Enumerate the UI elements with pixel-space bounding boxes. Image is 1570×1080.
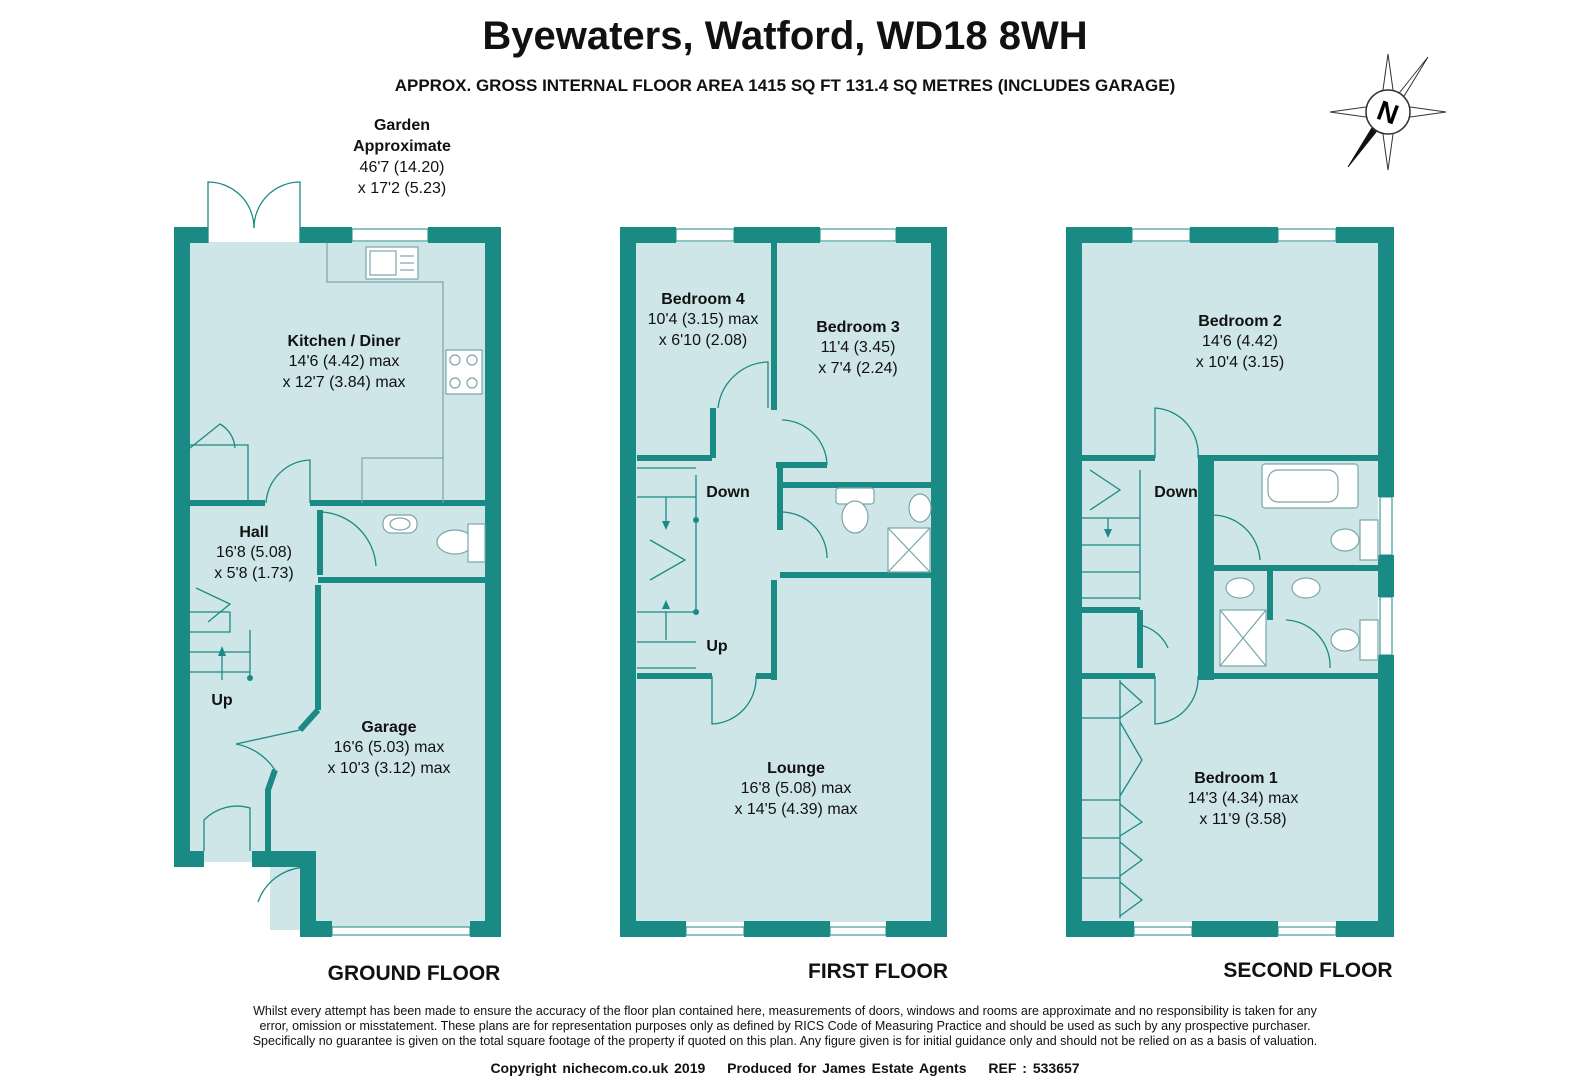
floor-area-subtitle: APPROX. GROSS INTERNAL FLOOR AREA 1415 S… — [394, 76, 1176, 95]
garden-dimension-2: x 17'2 (5.23) — [358, 180, 446, 197]
bedroom-2-dimension-2: x 10'4 (3.15) — [1196, 354, 1284, 371]
first-stairs-up-label: Up — [706, 638, 728, 655]
bedroom-4-dimension-1: 10'4 (3.15) max — [648, 311, 759, 328]
lounge-dimension-1: 16'8 (5.08) max — [741, 780, 852, 797]
bedroom-3-label: Bedroom 3 — [816, 319, 900, 336]
kitchen-diner-dimension-1: 14'6 (4.42) max — [289, 353, 400, 370]
hall-label: Hall — [239, 524, 268, 541]
disclaimer-line-1: Whilst every attempt has been made to en… — [253, 1004, 1317, 1018]
bedroom-2-dimension-1: 14'6 (4.42) — [1202, 333, 1278, 350]
kitchen-diner-dimension-2: x 12'7 (3.84) max — [282, 374, 405, 391]
footer-copyright: Copyright nichecom.co.uk 2019 — [490, 1060, 706, 1076]
ground-floor-label: GROUND FLOOR — [328, 962, 501, 985]
bedroom-3-dimension-1: 11'4 (3.45) — [821, 339, 896, 356]
first-floor-label: FIRST FLOOR — [808, 960, 948, 983]
compass-rose: N — [1329, 53, 1447, 171]
ground-stairs-up-label: Up — [211, 692, 233, 709]
garden-dimension-1: 46'7 (14.20) — [360, 159, 445, 176]
bedroom-1-dimension-1: 14'3 (4.34) max — [1188, 790, 1299, 807]
ground-floor-plan — [174, 181, 501, 937]
garden-label: Garden — [374, 117, 430, 134]
bedroom-4-label: Bedroom 4 — [661, 291, 745, 308]
second-stairs-down-label: Down — [1154, 484, 1198, 501]
garage-label: Garage — [361, 719, 416, 736]
hall-dimension-1: 16'8 (5.08) — [216, 544, 292, 561]
bedroom-1-dimension-2: x 11'9 (3.58) — [1199, 811, 1286, 828]
disclaimer-text: Whilst every attempt has been made to en… — [180, 1004, 1390, 1049]
bedroom-4-dimension-2: x 6'10 (2.08) — [659, 332, 747, 349]
garage-dimension-1: 16'6 (5.03) max — [334, 739, 445, 756]
floor-plan-drawing: .room { fill:#cfe6e8; stroke:none; } .wa… — [174, 53, 1447, 985]
bedroom-2-label: Bedroom 2 — [1198, 313, 1282, 330]
footer-reference: REF : 533657 — [988, 1060, 1080, 1076]
footer-produced-for: Produced for James Estate Agents — [727, 1060, 967, 1076]
footer: Copyright nichecom.co.uk 2019 Produced f… — [0, 1060, 1570, 1076]
plan-title: Byewaters, Watford, WD18 8WH — [482, 14, 1088, 58]
bedroom-3-dimension-2: x 7'4 (2.24) — [818, 360, 898, 377]
garden-approximate-label: Approximate — [353, 138, 451, 155]
second-floor-plan — [1066, 227, 1394, 937]
hall-dimension-2: x 5'8 (1.73) — [214, 565, 294, 582]
lounge-dimension-2: x 14'5 (4.39) max — [734, 801, 857, 818]
disclaimer-line-3: Specifically no guarantee is given on th… — [252, 1034, 1318, 1048]
first-floor-plan — [620, 227, 947, 937]
garage-dimension-2: x 10'3 (3.12) max — [327, 760, 450, 777]
kitchen-diner-label: Kitchen / Diner — [288, 333, 401, 350]
disclaimer-line-2: error, omission or misstatement. These p… — [259, 1019, 1311, 1033]
bedroom-1-label: Bedroom 1 — [1194, 770, 1278, 787]
first-stairs-down-label: Down — [706, 484, 750, 501]
second-floor-label: SECOND FLOOR — [1223, 959, 1392, 982]
lounge-label: Lounge — [767, 760, 825, 777]
